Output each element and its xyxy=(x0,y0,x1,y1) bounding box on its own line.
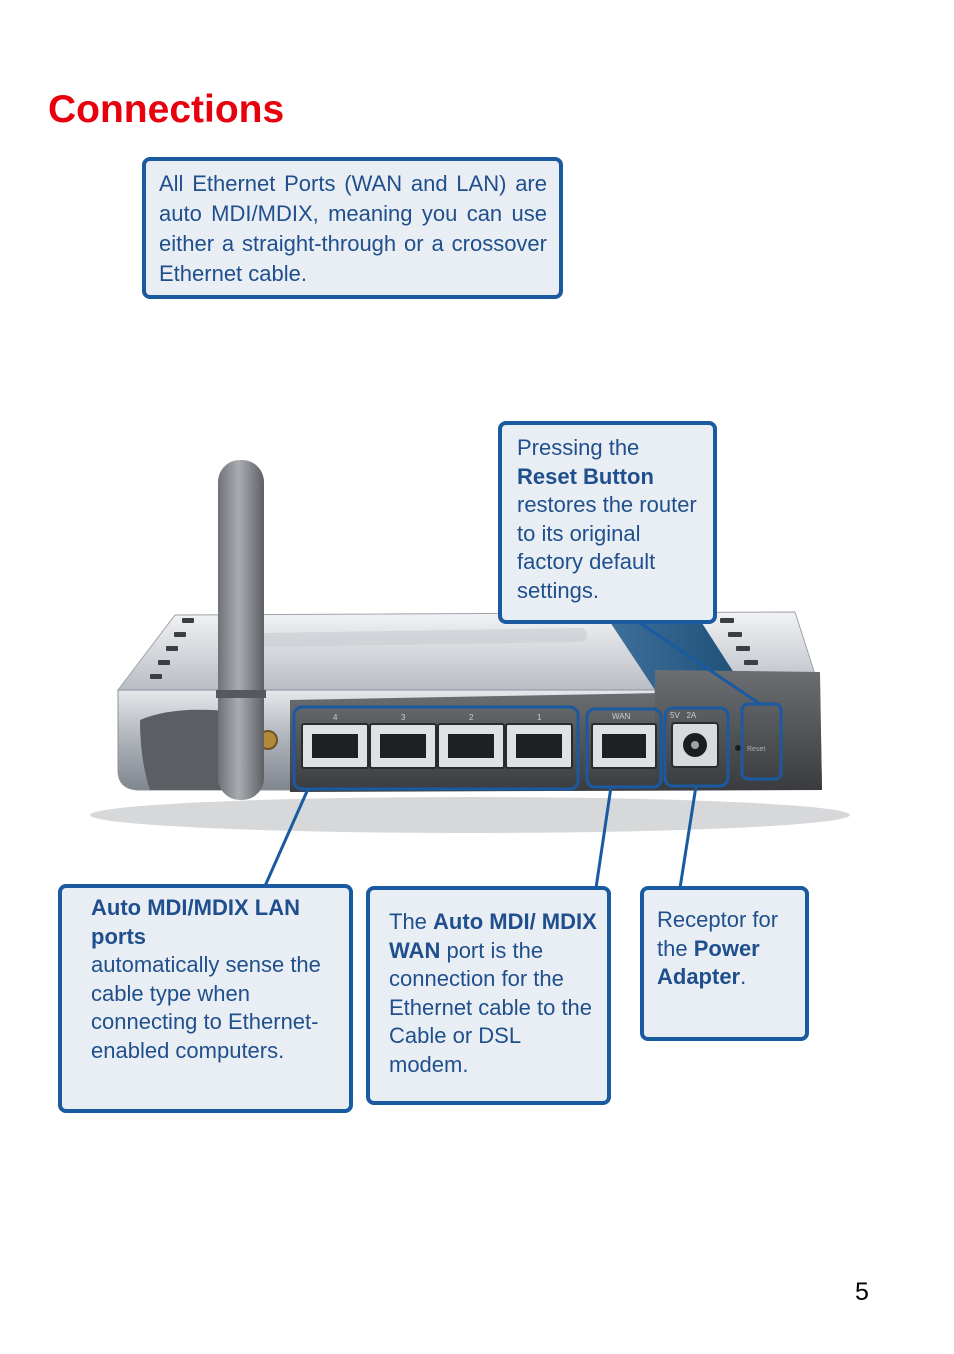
wan-port-socket xyxy=(602,734,646,758)
power-jack-pin xyxy=(691,741,699,749)
lan-note-highlight: Auto MDI/MDIX LAN ports xyxy=(91,895,300,949)
reset-button-note: Pressing the Reset Button restores the r… xyxy=(498,421,717,624)
reset-label: Reset xyxy=(747,746,765,753)
lan-port-numbers: 4 3 2 1 xyxy=(333,713,542,722)
lan-note-text: automatically sense the cable type when … xyxy=(91,952,321,1063)
reset-leader-line xyxy=(639,621,761,706)
router-top-logo xyxy=(258,628,587,647)
reset-note-highlight: Reset Button xyxy=(517,463,654,489)
wan-note-highlight: Auto MDI/ MDIX WAN xyxy=(389,909,597,963)
reset-note-intro: Pressing the xyxy=(517,435,640,460)
lan-port-number: 4 xyxy=(333,713,338,722)
lan-port-number: 3 xyxy=(401,713,406,722)
antenna-joint xyxy=(216,690,266,698)
power-rating-label: 5V 2A xyxy=(670,711,697,720)
lan-leader-line xyxy=(263,788,310,887)
antenna xyxy=(218,460,264,800)
power-adapter-note: Receptor for the Power Adapter. xyxy=(640,886,809,1041)
ethernet-note-text: All Ethernet Ports (WAN and LAN) are aut… xyxy=(159,171,547,286)
reset-button-hole xyxy=(735,745,741,751)
router-shadow xyxy=(90,797,850,833)
lan-ports xyxy=(301,723,573,769)
ethernet-ports-note: All Ethernet Ports (WAN and LAN) are aut… xyxy=(142,157,563,299)
wan-note-intro: The xyxy=(389,909,427,934)
power-leader-line xyxy=(678,785,698,889)
reset-highlight-box xyxy=(740,702,783,781)
lan-port-number: 2 xyxy=(469,713,474,722)
wan-note-text: port is the connection for the Ethernet … xyxy=(389,937,593,1077)
wan-highlight-box xyxy=(585,707,663,789)
power-highlight-box xyxy=(663,706,730,788)
page-title: Connections xyxy=(48,88,285,131)
reset-note-text: restores the router to its original fact… xyxy=(517,492,697,603)
router-left-end xyxy=(140,709,240,790)
lan-highlight-box xyxy=(292,705,580,791)
power-note-intro: Receptor for the xyxy=(657,907,779,961)
page-number: 5 xyxy=(855,1278,869,1306)
wan-leader-line xyxy=(594,786,613,889)
highlight-boxes xyxy=(292,702,783,791)
power-note-highlight: Power Adapter xyxy=(657,935,760,990)
leader-lines xyxy=(263,621,761,889)
lan-port-number: 1 xyxy=(537,713,542,722)
wan-port-note: The Auto MDI/ MDIX WAN port is the conne… xyxy=(366,886,611,1105)
wan-port-label: WAN xyxy=(612,712,631,721)
lan-ports-note: Auto MDI/MDIX LAN ports automatically se… xyxy=(58,884,353,1113)
power-note-period: . xyxy=(740,964,747,989)
